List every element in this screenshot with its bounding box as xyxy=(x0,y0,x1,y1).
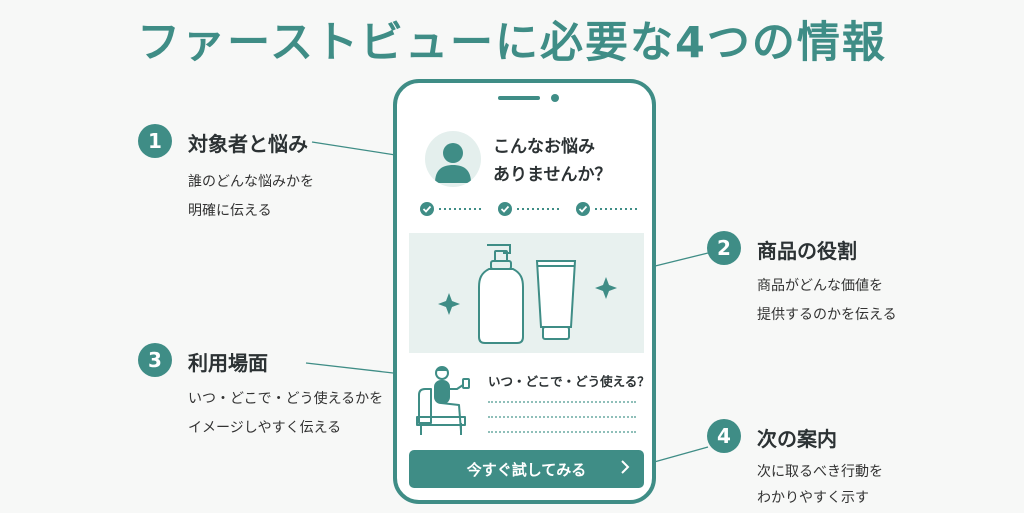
worry-line-2: ありませんか？ xyxy=(493,165,612,185)
callout-1-desc-line-1: 誰のどんな悩みかを xyxy=(188,174,314,190)
worry-line-1: こんなお悩み xyxy=(493,137,595,157)
connector-line-3 xyxy=(305,362,403,375)
placeholder-line xyxy=(488,431,636,433)
pump-bottle-icon xyxy=(478,244,524,344)
checklist-row xyxy=(420,202,637,216)
badge-3: 3 xyxy=(138,343,172,377)
check-icon xyxy=(576,202,590,216)
tube-icon xyxy=(535,260,577,340)
connector-line-4 xyxy=(646,446,709,465)
badge-4: 4 xyxy=(707,419,741,453)
callout-4-desc-line-1: 次に取るべき行動を xyxy=(757,464,883,480)
callout-1-heading: 対象者と悩み xyxy=(188,132,308,156)
callout-1-desc-line-2: 明確に伝える xyxy=(188,203,272,219)
worry-heading: こんなお悩み ありませんか？ xyxy=(493,133,612,189)
scene-question: いつ・どこで・どう使える？ xyxy=(488,374,650,389)
chevron-right-icon xyxy=(620,459,630,480)
callout-4-heading: 次の案内 xyxy=(757,427,837,451)
callout-2-heading: 商品の役割 xyxy=(757,239,857,263)
product-image xyxy=(409,233,644,353)
check-icon xyxy=(420,202,434,216)
page-title: ファーストビューに必要な4つの情報 xyxy=(137,18,887,68)
callout-2-desc-line-2: 提供するのかを伝える xyxy=(757,307,897,323)
sparkle-icon xyxy=(595,277,617,299)
callout-3-desc-line-2: イメージしやすく伝える xyxy=(188,420,342,436)
callout-3-desc-line-1: いつ・どこで・どう使えるかを xyxy=(188,391,384,407)
callout-4-desc-line-2: わかりやすく示す xyxy=(757,490,869,506)
sparkle-icon xyxy=(438,293,460,315)
connector-line-1 xyxy=(311,141,403,157)
badge-1: 1 xyxy=(138,124,172,158)
user-avatar-icon xyxy=(425,131,481,187)
phone-camera xyxy=(551,94,559,102)
placeholder-line xyxy=(488,401,636,403)
try-now-button-label: 今すぐ試してみる xyxy=(466,460,587,479)
check-icon xyxy=(498,202,512,216)
callout-3-heading: 利用場面 xyxy=(188,351,268,375)
phone-speaker xyxy=(498,96,540,100)
placeholder-line xyxy=(488,416,636,418)
phone-mockup: こんなお悩み ありませんか？ xyxy=(393,79,656,504)
callout-2-desc-line-1: 商品がどんな価値を xyxy=(757,278,883,294)
person-on-sofa-icon xyxy=(411,365,481,437)
connector-line-2 xyxy=(646,252,709,269)
try-now-button[interactable]: 今すぐ試してみる xyxy=(409,450,644,488)
badge-2: 2 xyxy=(707,231,741,265)
